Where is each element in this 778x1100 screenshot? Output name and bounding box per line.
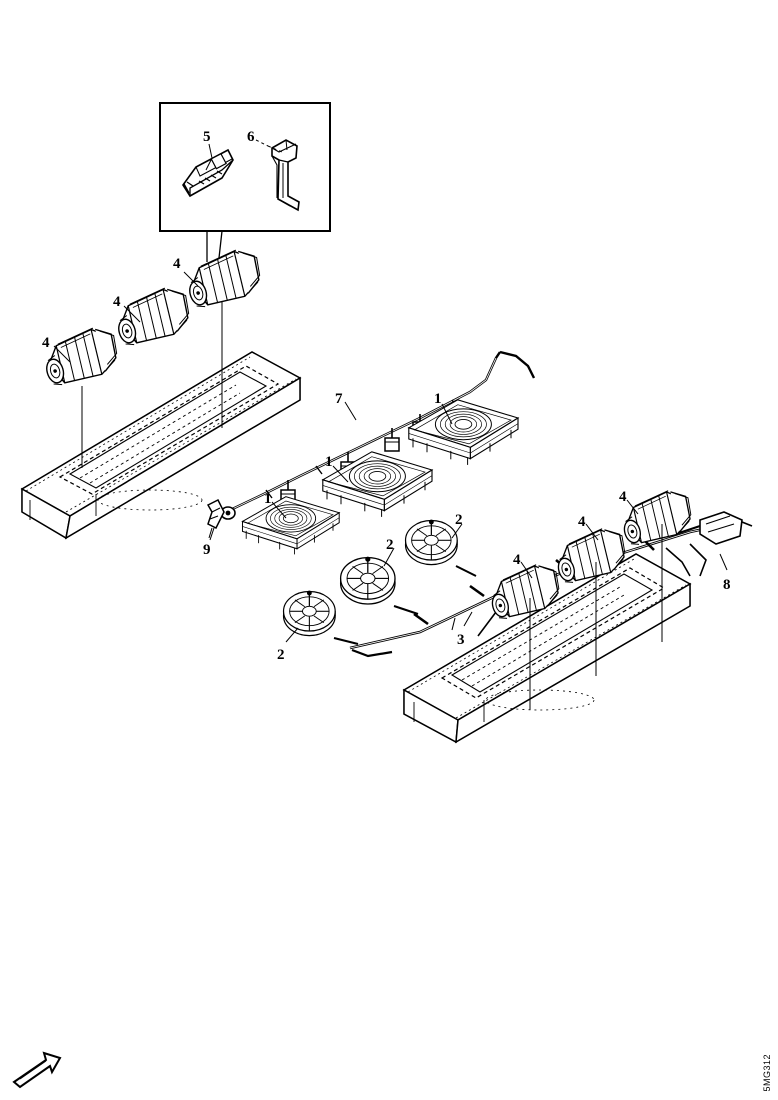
clip-9	[206, 498, 225, 539]
inset-part-6	[271, 139, 300, 212]
diagram-code: 5MG312	[762, 1054, 772, 1092]
callout-3: 3	[457, 632, 465, 648]
harness-lower	[349, 511, 753, 658]
callout-2-left: 2	[277, 647, 285, 663]
callout-9: 9	[203, 542, 211, 558]
cap-group	[282, 518, 477, 645]
callout-1-left: 1	[264, 491, 272, 507]
callout-leaders	[53, 271, 728, 643]
coil-group-lower	[484, 485, 698, 710]
callout-5: 5	[203, 129, 211, 145]
callout-1-mid: 1	[325, 454, 333, 470]
inset-detail-box	[159, 102, 331, 262]
coil-group-upper	[38, 244, 267, 468]
callout-4-lower-mid: 4	[578, 514, 586, 530]
callout-4-upper-mid: 4	[113, 294, 121, 310]
front-direction-arrow	[12, 1051, 62, 1089]
upper-valve-cover	[20, 351, 302, 540]
callout-7: 7	[335, 391, 343, 407]
callout-6: 6	[247, 129, 255, 145]
inset-part-5	[182, 148, 234, 198]
module-group	[241, 399, 519, 555]
callout-2-mid: 2	[386, 537, 394, 553]
callout-4-lower-right: 4	[619, 489, 627, 505]
callout-1-right: 1	[434, 391, 442, 407]
callout-4-lower-left: 4	[513, 552, 521, 568]
callout-8: 8	[723, 577, 731, 593]
callout-4-upper-right: 4	[173, 256, 181, 272]
callout-2-right: 2	[455, 512, 463, 528]
lower-valve-cover	[402, 553, 692, 744]
callout-4-upper-left: 4	[42, 335, 50, 351]
